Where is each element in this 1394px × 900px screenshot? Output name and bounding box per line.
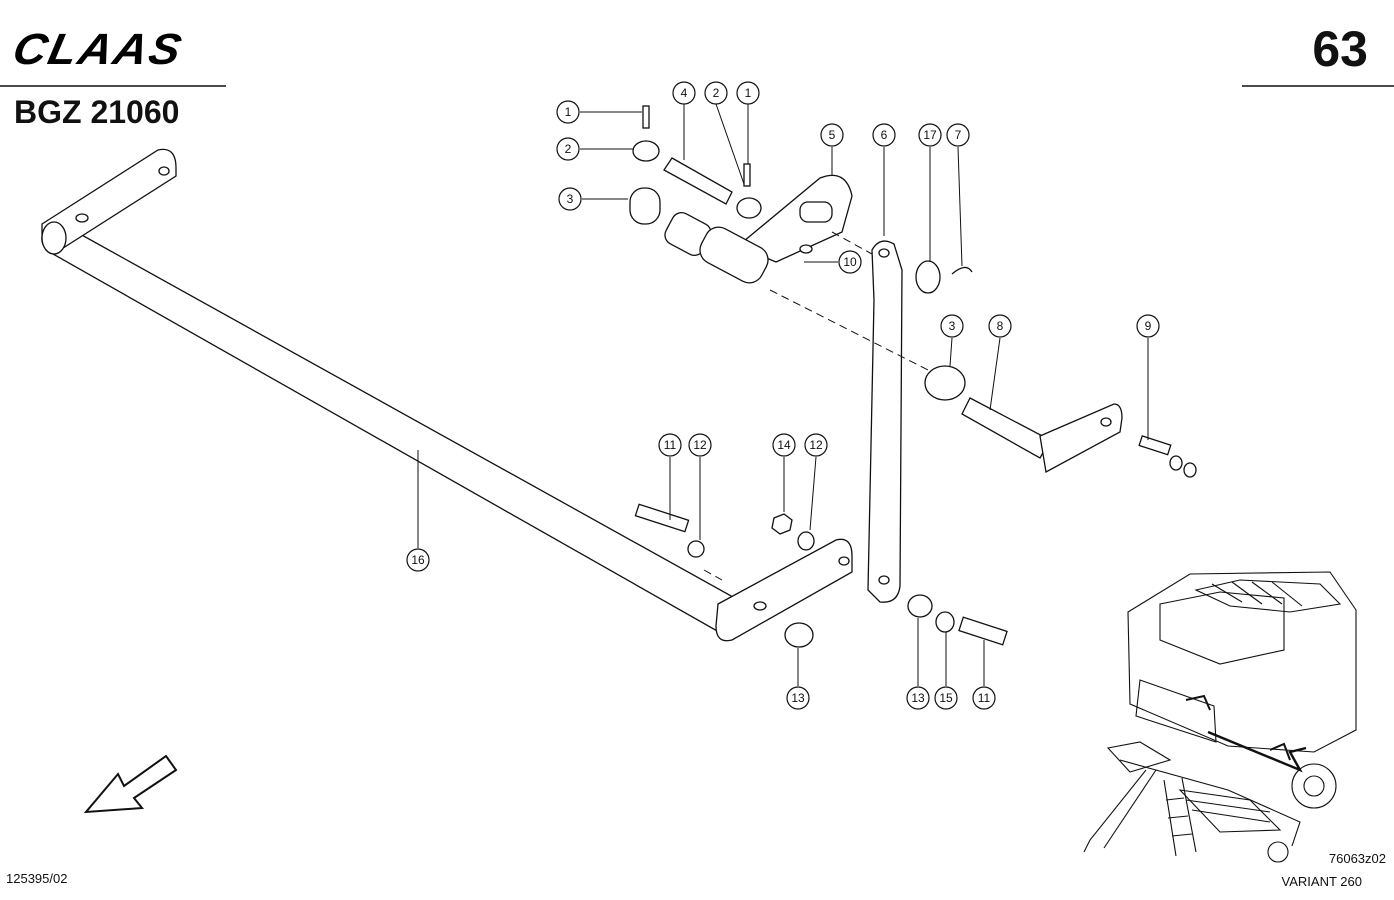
callout-5: 2: [704, 81, 728, 105]
bolt-11a: [634, 503, 690, 533]
callout-8: 6: [872, 123, 896, 147]
nut-9: [1183, 462, 1197, 478]
washer-12a: [687, 540, 705, 558]
washer-9: [1169, 455, 1183, 471]
callout-9-label: 17: [923, 128, 937, 142]
doc-number: 125395/02: [6, 871, 68, 886]
bushing-13a: [784, 622, 814, 648]
washer-15: [935, 611, 955, 633]
callout-18-label: 12: [809, 438, 823, 452]
callout-4: 4: [672, 81, 696, 105]
washer-12b: [797, 531, 815, 551]
callout-19: 16: [406, 548, 430, 572]
hub-sleeve: [699, 226, 769, 284]
callout-18: 12: [804, 433, 828, 457]
callout-22: 15: [934, 686, 958, 710]
model-name: VARIANT 260: [1281, 874, 1362, 889]
callout-2-label: 2: [565, 142, 572, 156]
callout-20-label: 13: [791, 691, 805, 705]
callout-21-label: 13: [911, 691, 925, 705]
callout-17: 14: [772, 433, 796, 457]
callout-13: 8: [988, 314, 1012, 338]
callout-2: 2: [556, 137, 580, 161]
callout-1: 1: [556, 100, 580, 124]
callout-12-label: 3: [949, 319, 956, 333]
callout-11: 10: [838, 250, 862, 274]
link-rod-part: [867, 240, 903, 603]
pin-4: [663, 157, 733, 205]
callout-3: 3: [558, 187, 582, 211]
callout-6-label: 1: [745, 86, 752, 100]
bracket-part: [736, 174, 853, 263]
callout-23: 11: [972, 686, 996, 710]
callout-9: 17: [918, 123, 942, 147]
pin-1: [642, 105, 650, 129]
group-code: BGZ 21060: [14, 94, 180, 130]
page-number: 63: [1312, 21, 1368, 77]
baler-inset-icon: [1083, 571, 1357, 863]
callout-7-label: 5: [829, 128, 836, 142]
callout-23-label: 11: [978, 691, 991, 705]
callout-21: 13: [906, 686, 930, 710]
crank-part: [961, 397, 1123, 474]
callout-7: 5: [820, 123, 844, 147]
callout-22-label: 15: [939, 691, 953, 705]
callout-12: 3: [940, 314, 964, 338]
bushing-3: [629, 187, 661, 225]
callout-4-label: 4: [681, 86, 688, 100]
callout-14-label: 9: [1145, 319, 1152, 333]
callout-20: 13: [786, 686, 810, 710]
pin-1b: [743, 163, 751, 187]
callout-10: 7: [946, 123, 970, 147]
callout-14: 9: [1136, 314, 1160, 338]
direction-arrow-icon: [83, 754, 178, 814]
bushing-2: [632, 140, 660, 162]
callout-10-label: 7: [955, 128, 962, 142]
callout-15-label: 11: [664, 438, 677, 452]
shaft-part: [41, 148, 853, 642]
callout-1-label: 1: [565, 105, 572, 119]
callout-13-label: 8: [997, 319, 1004, 333]
callout-17-label: 14: [777, 438, 791, 452]
callout-16: 12: [688, 433, 712, 457]
bolt-11b: [958, 616, 1008, 646]
callout-5-label: 2: [713, 86, 720, 100]
nut-14: [771, 513, 793, 535]
callout-15: 11: [658, 433, 682, 457]
callout-11-label: 10: [843, 255, 857, 269]
callout-6: 1: [736, 81, 760, 105]
callout-8-label: 6: [881, 128, 888, 142]
bushing-3b: [924, 365, 966, 401]
figure-code: 76063z02: [1328, 851, 1386, 866]
pin-7: [951, 266, 973, 275]
callout-3-label: 3: [567, 192, 574, 206]
callout-19-label: 16: [411, 553, 425, 567]
bushing-2b: [736, 197, 762, 219]
bushing-13b: [907, 594, 933, 618]
washer-17: [915, 260, 941, 294]
callout-markers: 1 2 3 4 2 1 5 6 17 7 10 3 8 9 11 12 14 1…: [406, 81, 1160, 710]
callout-16-label: 12: [693, 438, 707, 452]
bolt-9: [1138, 435, 1172, 456]
